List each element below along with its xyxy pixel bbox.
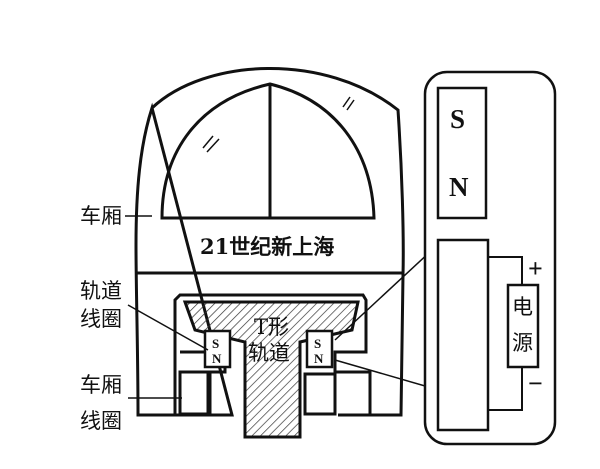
power-label-2: 源	[512, 331, 533, 355]
track-coil-label-2: 线圈	[80, 307, 122, 331]
track-coil-left-n: N	[212, 351, 222, 366]
track-coil-left-s: S	[212, 336, 219, 351]
inset-circuit	[488, 256, 523, 411]
track-coil-right: S N	[305, 329, 334, 369]
track-coil-leader	[127, 304, 209, 351]
carriage-coil-right	[303, 372, 337, 416]
train-outline	[134, 67, 405, 417]
inset-magnet-s: S	[450, 104, 465, 134]
track-coil-right-n: N	[314, 351, 324, 366]
inset-electromagnet	[436, 238, 490, 432]
power-supply	[506, 283, 540, 369]
slogan-text: 21世纪新上海	[200, 234, 334, 259]
train-body	[134, 67, 405, 417]
carriage-label: 车厢	[80, 204, 122, 228]
front-window	[160, 82, 376, 220]
carriage-coil-left	[178, 370, 212, 416]
inset-magnet	[436, 86, 488, 220]
carriage-coil-label-2: 线圈	[80, 409, 122, 433]
t-track-label-1: T形	[254, 315, 289, 339]
carriage-coil-label-1: 车厢	[80, 373, 122, 397]
power-plus: +	[528, 254, 543, 283]
track-coil-right-s: S	[314, 336, 321, 351]
power-label-1: 电	[512, 295, 533, 319]
track-coil-label-1: 轨道	[80, 279, 122, 303]
inset-magnet-n: N	[449, 172, 469, 202]
window-glare	[202, 96, 355, 153]
zoom-lines	[334, 249, 433, 389]
track-coil-left: S N	[203, 329, 232, 369]
t-track-label-2: 轨道	[248, 341, 290, 365]
power-minus: −	[528, 369, 543, 398]
